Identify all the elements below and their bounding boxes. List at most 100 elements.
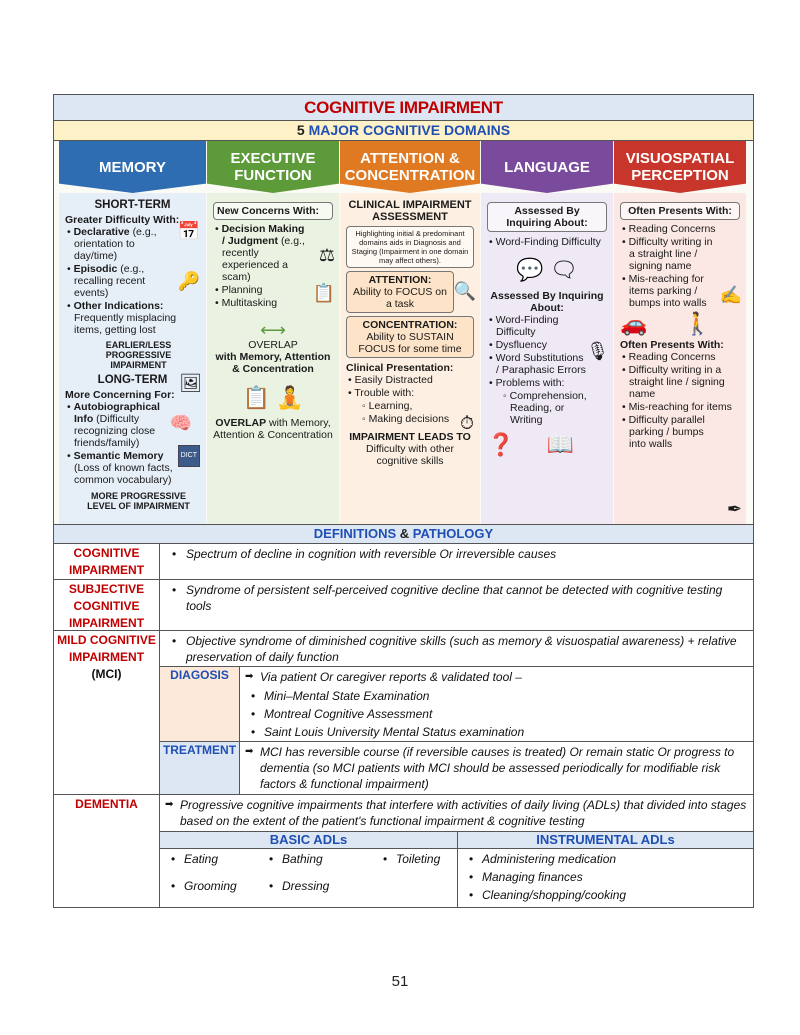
scales-icon: ⚖ [318, 245, 335, 265]
visuospatial-column: VISUOSPATIAL PERCEPTION Often Presents W… [614, 141, 746, 524]
language-column: LANGUAGE Assessed By Inquiring About: • … [481, 141, 613, 524]
checklist-icon: 📋 [312, 283, 335, 303]
definitions-table: COGNITIVE IMPAIRMENT Spectrum of decline… [54, 544, 753, 907]
table-row: COGNITIVE IMPAIRMENT Spectrum of decline… [54, 544, 753, 580]
diagnosis-row: DIAGOSIS Via patient Or caregiver report… [160, 666, 753, 741]
substitutions-item: • Word Substitutions / Paraphasic Errors [489, 352, 586, 376]
diagnosis-text: Via patient Or caregiver reports & valid… [240, 667, 753, 687]
list-item: Saint Louis University Mental Status exa… [240, 723, 753, 741]
writing-item-1: • Difficulty writing in a straight line … [622, 236, 713, 272]
pen-writing-icon: ✒ [726, 499, 742, 519]
document-sheet: COGNITIVE IMPAIRMENT 5 MAJOR COGNITIVE D… [53, 94, 754, 908]
person-wall-icon: 🚶 [683, 311, 711, 336]
clinical-assessment-heading: CLINICAL IMPAIRMENT ASSESSMENT [348, 199, 472, 223]
signature-icon: ✍ [719, 285, 742, 305]
list-item: Toileting [372, 850, 458, 877]
misreaching-item-2: • Mis-reaching for items [622, 401, 732, 413]
speech-bubbles-icon: 💬 [516, 257, 544, 282]
list-item: Grooming [160, 877, 258, 904]
trouble-item: • Trouble with: [348, 387, 415, 399]
autobiographical-item: • Autobiographical Info (Difficulty reco… [67, 401, 160, 449]
table-row: SUBJECTIVE COGNITIVE IMPAIRMENT Syndrome… [54, 580, 753, 631]
question-bubble-icon: ❓ [487, 432, 515, 457]
executive-column: EXECUTIVE FUNCTION New Concerns With: • … [207, 141, 339, 524]
often-presents-label-1: Often Presents With: [620, 202, 740, 220]
multitask-person-icon: 🧘 [276, 385, 304, 410]
list-item: Bathing [258, 850, 372, 877]
writing-item-2: • Difficulty writing in a straight line … [622, 364, 725, 400]
other-indications-item: • Other Indications: Frequently misplaci… [67, 300, 177, 336]
list-item: Managing finances [458, 868, 753, 886]
decision-making-item: • Decision Making / Judgment (e.g., rece… [215, 223, 305, 283]
instrumental-adl-list: Administering medication Managing financ… [458, 849, 753, 907]
dementia-definition: Progressive cognitive impairments that i… [160, 795, 753, 831]
dysfluency-item: • Dysfluency [489, 339, 547, 351]
subtitle: 5 MAJOR COGNITIVE DOMAINS [54, 121, 753, 141]
subjective-impairment-definition: Syndrome of persistent self-perceived co… [160, 580, 753, 616]
cognitive-impairment-definition: Spectrum of decline in cognition with re… [160, 544, 753, 564]
table-row: DEMENTIA Progressive cognitive impairmen… [54, 795, 753, 907]
thinking-head-icon: 🗨 [549, 257, 578, 282]
list-item: Administering medication [458, 850, 753, 868]
long-term-heading: LONG-TERM [97, 374, 168, 386]
concentration-definition: CONCENTRATION:Ability to SUSTAIN FOCUS f… [346, 316, 474, 358]
treatment-label: TREATMENT [160, 742, 240, 794]
attention-column: ATTENTION & CONCENTRATION CLINICAL IMPAI… [340, 141, 480, 524]
more-concerning-label: More Concerning For: [65, 389, 175, 401]
word-finding-item-2: • Word-Finding Difficulty [489, 314, 559, 338]
brain-network-icon: 🧠 [169, 413, 192, 433]
open-book-icon: 📖 [546, 432, 574, 457]
list-item: Cleaning/shopping/cooking [458, 886, 753, 904]
subtitle-text: MAJOR COGNITIVE DOMAINS [308, 122, 511, 138]
episodic-item: • Episodic (e.g., recalling recent event… [67, 263, 146, 299]
comprehension-item: ◦ Comprehension, Reading, or Writing [503, 390, 587, 426]
highlight-note: Highlighting initial & predominant domai… [346, 226, 474, 268]
multitasking-item: • Multitasking [215, 297, 278, 309]
assessed-by-label-1: Assessed By Inquiring About: [487, 202, 607, 232]
greater-difficulty-label: Greater Difficulty With: [65, 214, 180, 226]
calendar-clock-icon: 📅 [177, 221, 200, 241]
attention-header: ATTENTION & CONCENTRATION [340, 141, 480, 193]
page-title: COGNITIVE IMPAIRMENT [54, 95, 753, 121]
treatment-text: MCI has reversible course (if reversible… [240, 742, 753, 794]
cognitive-impairment-label: COGNITIVE IMPAIRMENT [54, 544, 160, 579]
table-row: MILD COGNITIVE IMPAIRMENT(MCI) Objective… [54, 631, 753, 795]
planning-item: • Planning [215, 284, 263, 296]
diagnosis-label: DIAGOSIS [160, 667, 240, 741]
overlap-note-2: OVERLAP with Memory, Attention & Concent… [213, 417, 333, 441]
instrumental-adl-heading: INSTRUMENTAL ADLs [458, 832, 753, 848]
reading-item-1: • Reading Concerns [622, 223, 716, 235]
list-item: Mini–Mental State Examination [240, 687, 753, 705]
magnifier-icon: 🔍 [453, 281, 476, 301]
new-concerns-label: New Concerns With: [213, 202, 333, 220]
subjective-impairment-label: SUBJECTIVE COGNITIVE IMPAIRMENT [54, 580, 160, 630]
subtitle-number: 5 [296, 122, 305, 138]
timer-icon: ⏱ [459, 413, 474, 433]
misreaching-item-1: • Mis-reaching for items parking / bumps… [622, 273, 707, 309]
word-finding-item-1: • Word-Finding Difficulty [489, 236, 601, 248]
dictionary-book-icon: DICT [177, 445, 200, 467]
parallel-parking-item: • Difficulty parallel parking / bumps in… [622, 414, 705, 450]
car-icon: 🚗 [620, 311, 648, 336]
reading-item-2: • Reading Concerns [622, 351, 716, 363]
attention-definition: ATTENTION:Ability to FOCUS on a task [346, 271, 454, 313]
clipboard-icon: 📋 [242, 385, 270, 410]
dementia-label: DEMENTIA [54, 795, 160, 907]
double-arrow-icon: ⟷ [260, 320, 286, 340]
semantic-memory-item: • Semantic Memory (Loss of known facts, … [67, 450, 173, 486]
language-header: LANGUAGE [481, 141, 613, 193]
list-item: Dressing [258, 877, 372, 904]
mci-label: MILD COGNITIVE IMPAIRMENT(MCI) [54, 631, 160, 794]
page-number: 51 [391, 973, 409, 990]
memory-header: MEMORY [59, 141, 206, 193]
basic-adl-heading: BASIC ADLs [160, 832, 458, 848]
visuospatial-header: VISUOSPATIAL PERCEPTION [614, 141, 746, 193]
domains-infographic: MEMORY SHORT-TERM Greater Difficulty Wit… [54, 141, 753, 525]
distracted-item: • Easily Distracted [348, 374, 433, 386]
short-term-heading: SHORT-TERM [94, 199, 171, 211]
executive-header: EXECUTIVE FUNCTION [207, 141, 339, 193]
problems-item: • Problems with: [489, 377, 565, 389]
keys-icon: 🔑 [177, 271, 200, 291]
